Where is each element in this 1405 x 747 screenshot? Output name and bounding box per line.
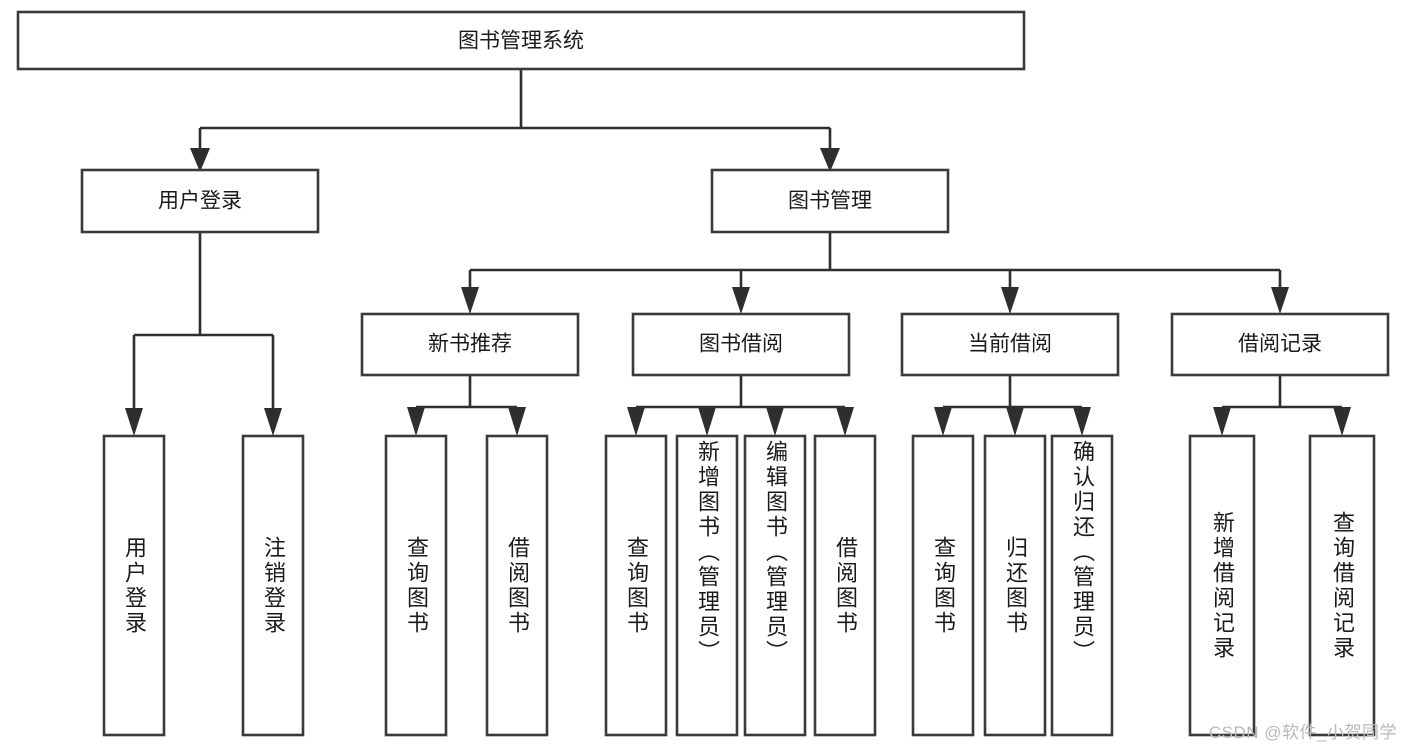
- arrow-user-login-to-leaf1: [125, 408, 143, 436]
- arrow-bb-leaf2: [698, 407, 716, 436]
- node-book-management-box[interactable]: [710, 168, 950, 234]
- leaf-box-query-book-current[interactable]: [911, 434, 975, 737]
- leaf-box-query-book-rec[interactable]: [384, 434, 448, 737]
- arrow-nbr-leaf1: [407, 407, 425, 436]
- node-user-login[interactable]: 用户登录: [80, 168, 320, 234]
- node-current-borrow[interactable]: 当前借阅: [900, 312, 1120, 377]
- arrow-cb-leaf2: [1006, 407, 1024, 436]
- arrow-user-login-to-leaf2: [264, 408, 282, 436]
- arrow-root-to-user-login: [190, 148, 210, 172]
- arrow-cb-leaf1: [934, 407, 952, 436]
- node-root-label: 图书管理系统: [458, 30, 584, 53]
- node-new-book-recommend-label: 新书推荐: [428, 333, 512, 356]
- leaf-box-add-borrow-record[interactable]: [1188, 434, 1256, 737]
- arrow-bb-leaf1: [627, 407, 645, 436]
- arrow-br-leaf1: [1213, 407, 1231, 436]
- arrow-to-book-borrow: [732, 287, 750, 314]
- node-root-box[interactable]: [16, 10, 1026, 71]
- arrow-nbr-leaf2: [508, 407, 526, 436]
- arrow-to-borrow-record: [1271, 287, 1289, 314]
- node-user-login-label: 用户登录: [158, 190, 242, 213]
- leaf-layer: [102, 434, 1376, 737]
- arrow-cb-leaf3: [1073, 407, 1091, 436]
- arrow-to-new-book-rec: [461, 287, 479, 314]
- leaf-box-borrow-book[interactable]: [813, 434, 877, 737]
- leaf-box-query-borrow-record[interactable]: [1308, 434, 1376, 737]
- node-current-borrow-box[interactable]: [900, 312, 1120, 377]
- csdn-watermark: CSDN @软件_小贺同学: [1208, 723, 1397, 742]
- arrow-root-to-book-mgmt: [820, 148, 840, 172]
- node-borrow-record[interactable]: 借阅记录: [1170, 312, 1390, 377]
- arrow-br-leaf2: [1333, 407, 1351, 436]
- leaf-box-user-login[interactable]: [102, 434, 166, 737]
- node-new-book-recommend[interactable]: 新书推荐: [360, 312, 580, 377]
- node-book-management[interactable]: 图书管理: [710, 168, 950, 234]
- arrow-bb-leaf3: [766, 407, 784, 436]
- node-book-borrow-label: 图书借阅: [699, 333, 783, 356]
- node-book-management-label: 图书管理: [788, 190, 872, 213]
- leaf-box-return-book[interactable]: [983, 434, 1047, 737]
- node-book-borrow[interactable]: 图书借阅: [631, 312, 851, 377]
- leaf-box-add-book-admin[interactable]: [675, 434, 739, 737]
- node-borrow-record-label: 借阅记录: [1238, 333, 1322, 356]
- connector-layer: [125, 69, 1351, 436]
- leaf-box-logout[interactable]: [241, 434, 305, 737]
- node-user-login-box[interactable]: [80, 168, 320, 234]
- node-current-borrow-label: 当前借阅: [968, 333, 1052, 356]
- arrow-to-current-borrow: [1001, 287, 1019, 314]
- arrow-bb-leaf4: [836, 407, 854, 436]
- node-new-book-recommend-box[interactable]: [360, 312, 580, 377]
- node-borrow-record-box[interactable]: [1170, 312, 1390, 377]
- leaf-box-query-book-borrow[interactable]: [604, 434, 668, 737]
- leaf-box-confirm-return-admin[interactable]: [1050, 434, 1114, 737]
- node-root[interactable]: 图书管理系统: [16, 10, 1026, 71]
- leaf-box-borrow-book-rec[interactable]: [485, 434, 549, 737]
- node-book-borrow-box[interactable]: [631, 312, 851, 377]
- leaf-box-edit-book-admin[interactable]: [743, 434, 807, 737]
